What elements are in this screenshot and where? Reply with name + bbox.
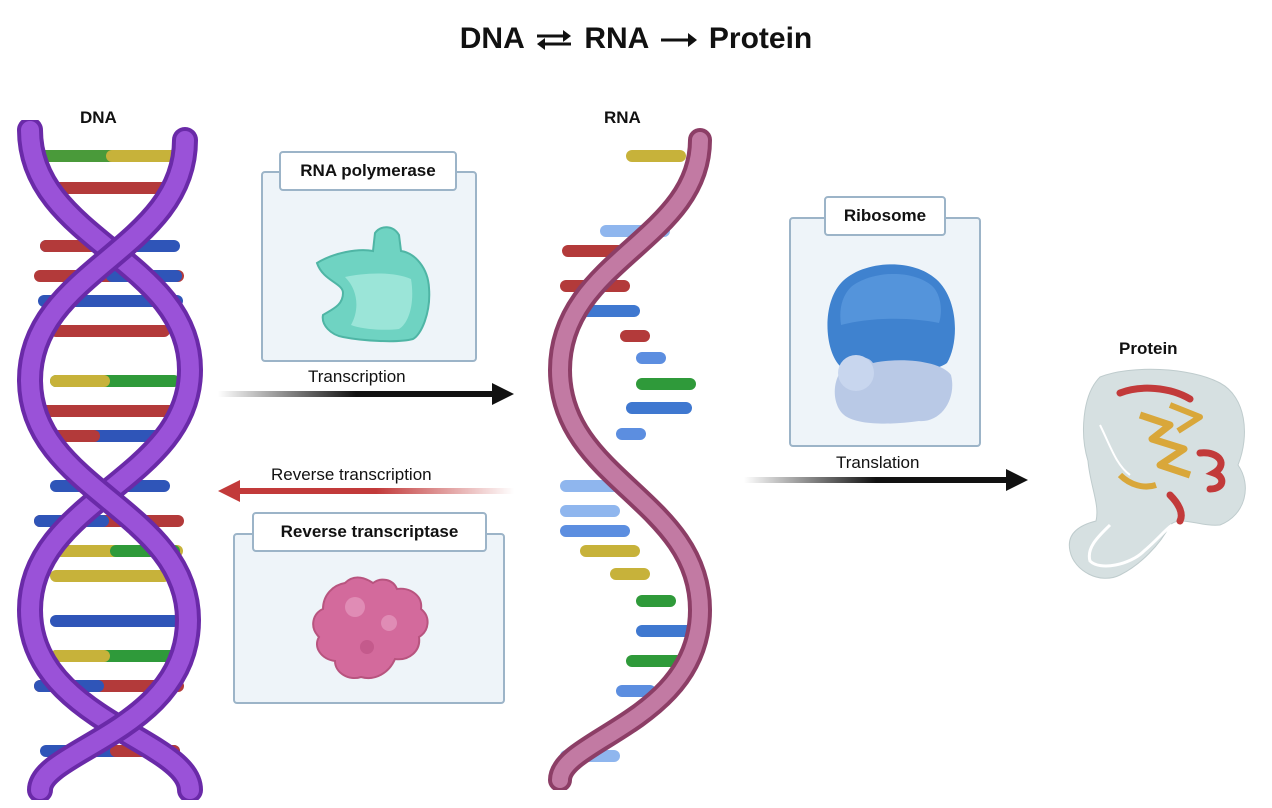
reverse-transcription-label: Reverse transcription [271,465,432,484]
protein-label: Protein [1119,339,1178,358]
transcription-arrow [218,383,514,405]
dna-double-helix [16,120,204,800]
rna-polymerase-title: RNA polymerase [279,151,457,191]
title-dna: DNA [459,22,524,55]
rna-single-strand [547,128,713,790]
dna-label: DNA [80,108,117,127]
title-rna: RNA [584,22,649,55]
rna-label: RNA [604,108,641,127]
rna-polymerase-box [261,171,477,362]
transcription-label: Transcription [308,367,406,386]
diagram-title: DNA RNA Protein [0,22,1272,56]
translation-arrow [744,469,1028,491]
reverse-transcription-arrow [218,480,514,502]
title-protein: Protein [708,22,813,55]
reverse-transcriptase-enzyme-icon [312,576,429,679]
ribosome-icon [827,264,955,424]
forward-arrow-icon [660,33,697,48]
protein-structure-icon [1068,368,1246,579]
ribosome-title: Ribosome [824,196,946,236]
ribosome-box [789,217,981,447]
rna-polymerase-enzyme-icon [315,226,431,343]
translation-label: Translation [836,453,920,472]
reversible-arrow-icon [536,30,571,51]
reverse-transcriptase-box [233,533,505,704]
reverse-transcriptase-title: Reverse transcriptase [252,512,487,552]
